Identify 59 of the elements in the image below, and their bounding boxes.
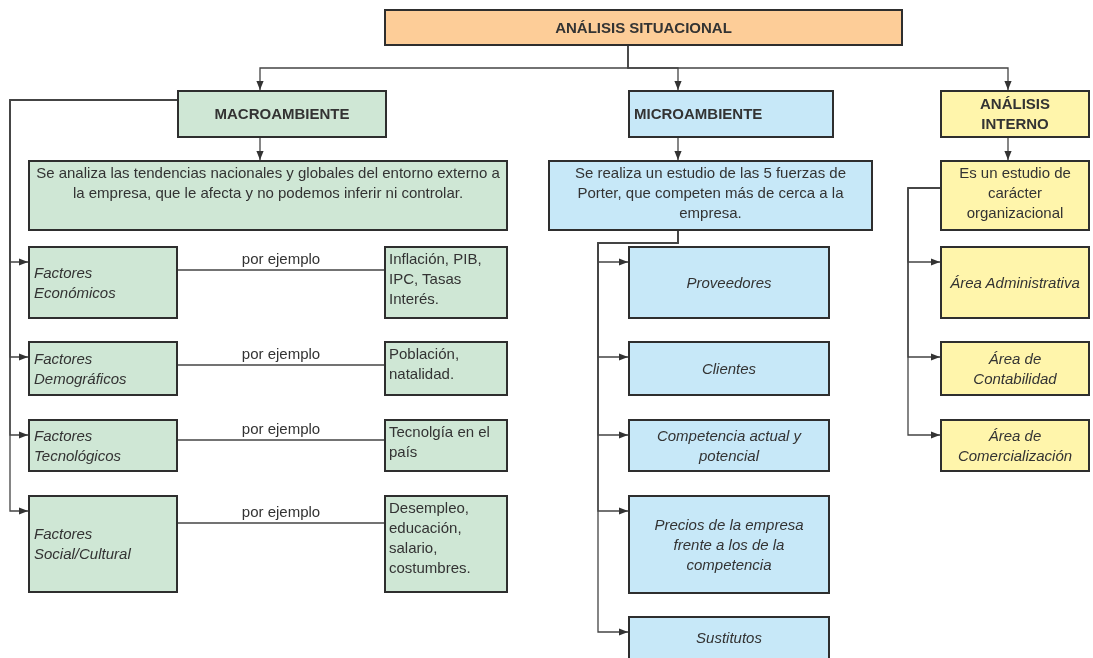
arrow [1004,137,1012,161]
arrow [256,137,264,161]
arrow [674,137,682,161]
connector-line [177,364,385,366]
connector-line [177,269,385,271]
concept-box [384,9,903,46]
concept-box [384,341,508,396]
concept-box [548,160,873,231]
concept-box [28,160,508,231]
box-text: Competencia actual y potencial [655,425,803,466]
concept-box [628,246,830,319]
box-text: Factores Demográficos [34,348,128,389]
box-text: Factores Económicos [34,262,117,303]
box-text: Factores Tecnológicos [34,425,122,466]
box-text: Población, natalidad. [389,344,461,384]
box-text: Clientes [701,358,757,379]
connector-line [177,439,385,441]
arrow [627,45,1012,91]
concept-box [28,495,178,593]
edge-label: por ejemplo [239,345,323,363]
concept-box [28,341,178,396]
box-text: Área de Comercialización [956,425,1074,466]
box-text: Se analiza las tendencias nacionales y globales del entorno externo a la empresa, que le afecta y no podemos inferir ni controlar. [35,163,501,203]
concept-box [940,341,1090,396]
edge-label: por ejemplo [239,420,323,438]
concept-box [177,90,387,138]
concept-box [28,419,178,472]
concept-box [940,419,1090,472]
concept-box [28,246,178,319]
box-text: Precios de la empresa frente a los de la competencia [653,514,805,575]
concept-box [628,90,834,138]
box-text: Tecnolgía en el país [389,422,491,462]
box-text: Proveedores [686,272,772,293]
concept-box [628,341,830,396]
concept-box [940,90,1090,138]
edge-label: por ejemplo [239,503,323,521]
box-text: Es un estudio de carácter organizacional [958,163,1072,223]
box-text: Inflación, PIB, IPC, Tasas Interés. [389,249,483,309]
connector-line [177,522,385,524]
concept-box [384,495,508,593]
box-text: ANÁLISIS INTERNO [979,94,1051,134]
concept-box [628,419,830,472]
concept-box [940,246,1090,319]
box-text: MACROAMBIENTE [214,104,350,124]
edge-label: por ejemplo [239,250,323,268]
box-text: MICROAMBIENTE [634,104,763,124]
box-text: Factores Social/Cultural [34,524,132,564]
concept-box [940,160,1090,231]
concept-box [628,495,830,594]
box-text: Se realiza un estudio de las 5 fuerzas de Porter, que competen más de cerca a la empresa. [574,163,847,223]
box-text: Área de Contabilidad [972,348,1058,389]
arrow [907,187,941,439]
box-text: Desempleo, educación, salario, costumbres. [389,498,472,578]
box-text: Área Administrativa [950,272,1080,293]
concept-box [628,616,830,658]
concept-box [384,246,508,319]
concept-box [384,419,508,472]
box-text: ANÁLISIS SITUACIONAL [555,17,732,38]
box-text: Sustitutos [696,628,762,648]
